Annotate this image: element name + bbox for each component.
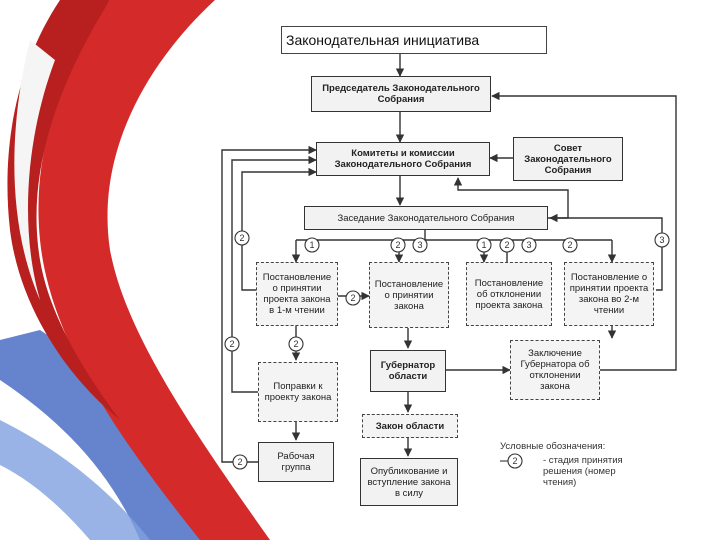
region-law-box: Закон области	[362, 414, 458, 438]
stage-marker-label: 3	[417, 240, 422, 250]
adoption-resolution-box: Постановление о принятии закона	[369, 262, 449, 328]
stage-marker-label: 1	[309, 240, 314, 250]
legend-description: - стадия принятия решения (номер чтения)	[543, 455, 623, 488]
legend-heading: Условные обозначения:	[500, 441, 606, 452]
stage-marker	[288, 336, 304, 352]
stage-marker	[224, 336, 240, 352]
stage-marker-label: 3	[659, 235, 664, 245]
governor-conclusion-box: Заключение Губернатора об отклонении зак…	[510, 340, 600, 400]
working-group-box: Рабочая группа	[258, 442, 334, 482]
stage-marker	[476, 237, 492, 253]
stage-marker-label: 1	[481, 240, 486, 250]
stage-marker	[562, 237, 578, 253]
stage-marker	[234, 230, 250, 246]
amendments-box: Поправки к проекту закона	[258, 362, 338, 422]
second-reading-resolution-box: Постановление о принятии проекта закона …	[564, 262, 654, 326]
stage-marker	[345, 290, 361, 306]
session-box: Заседание Законодательного Собрания	[304, 206, 548, 230]
stage-marker-label: 2	[237, 457, 242, 467]
council-box: Совет Законодательного Собрания	[513, 137, 623, 181]
committees-box: Комитеты и комиссии Законодательного Соб…	[316, 142, 490, 176]
stage-marker-label: 2	[239, 233, 244, 243]
stage-marker-label: 2	[567, 240, 572, 250]
stage-marker	[390, 237, 406, 253]
stage-marker	[521, 237, 537, 253]
governor-box: Губернатор области	[370, 350, 446, 392]
chairman-box: Председатель Законодательного Собрания	[311, 76, 491, 112]
first-reading-resolution-box: Постановление о принятии проекта закона …	[256, 262, 338, 326]
stage-marker-label: 3	[526, 240, 531, 250]
stage-marker-label: 2	[504, 240, 509, 250]
stage-marker	[232, 454, 248, 470]
stage-marker-label: 2	[350, 293, 355, 303]
red-ribbon-band	[38, 0, 270, 540]
page-title: Законодательная инициатива	[281, 26, 547, 54]
stage-marker-label: 2	[293, 339, 298, 349]
stage-marker-label: 2	[229, 339, 234, 349]
legend-marker-label: 2	[512, 456, 517, 466]
stage-marker	[499, 237, 515, 253]
publication-box: Опубликование и вступление закона в силу	[360, 458, 458, 506]
white-ribbon-band	[14, 40, 55, 300]
stage-marker-label: 2	[395, 240, 400, 250]
stage-marker	[654, 232, 670, 248]
rejection-resolution-box: Постановление об отклонении проекта зако…	[466, 262, 552, 326]
stage-marker	[412, 237, 428, 253]
blue-ribbon-band-light	[0, 420, 150, 540]
stage-marker	[304, 237, 320, 253]
